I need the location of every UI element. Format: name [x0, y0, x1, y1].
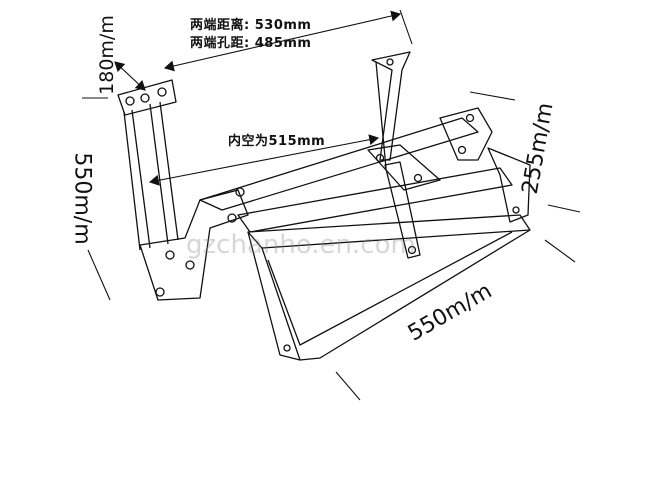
bracket-hole	[140, 93, 150, 103]
linkage-hole	[185, 260, 195, 270]
center-link	[367, 144, 441, 191]
bottom-platform-inner	[267, 231, 513, 346]
left-arm-inner	[149, 101, 179, 245]
watermark: gzchanho.en.com	[186, 230, 416, 260]
bottom-extension-line	[335, 371, 361, 401]
top-dimension-tick	[399, 9, 413, 45]
linkage-hole	[227, 213, 237, 223]
left-arm-outer	[123, 109, 151, 251]
plate-hole	[512, 206, 520, 214]
spring-hole	[407, 245, 417, 255]
small-dimension-arrow	[114, 61, 146, 91]
right-bracket	[439, 107, 493, 161]
left-top-bracket	[117, 79, 177, 116]
linkage-hole	[165, 250, 175, 260]
top-dimension-arrow	[163, 10, 402, 72]
right-extension-line	[469, 91, 516, 101]
right-bracket-hole	[465, 113, 475, 123]
left-linkage	[139, 189, 249, 301]
end-hole-distance-label: 两端孔距: 485mm	[190, 36, 312, 51]
top-left-dimension-label: 180m/m	[95, 15, 118, 95]
right-side-plate	[487, 147, 531, 223]
bottom-platform-left	[247, 231, 301, 361]
inner-dimension-arrow	[148, 134, 380, 186]
bottom-platform-front	[261, 229, 531, 361]
right-bracket-hole	[457, 145, 467, 155]
middle-rail	[237, 167, 513, 233]
bracket-hole	[157, 87, 167, 97]
linkage-hole	[155, 287, 165, 297]
bottom-extension-line	[544, 239, 576, 263]
platform-hole	[283, 344, 291, 352]
right-arm-hole	[386, 58, 394, 66]
left-extension-line	[87, 249, 111, 301]
end-distance-label: 两端距离: 530mm	[190, 18, 312, 33]
right-extension-line	[547, 204, 581, 213]
center-hole	[413, 173, 423, 183]
inner-space-label: 内空为515mm	[228, 134, 326, 149]
bracket-hole	[125, 96, 135, 106]
gas-spring	[384, 161, 421, 259]
right-arm-back	[375, 61, 387, 169]
left-height-dimension-label: 550m/m	[69, 152, 95, 245]
